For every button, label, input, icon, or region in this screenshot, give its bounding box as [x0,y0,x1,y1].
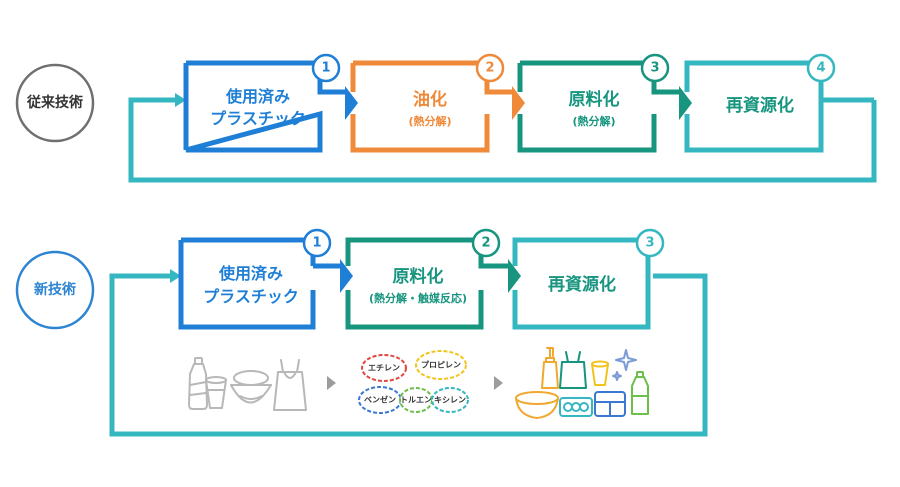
basin-icon [515,391,559,419]
new-step-2-number: 2 [481,236,490,251]
new-step-3-line1: 再資源化 [548,274,616,295]
conventional-row: 従来技術 使用済み プラスチック 1 油化 (熱分解) 2 原料化 (熱分解) … [15,53,877,183]
new-step-3-box [512,237,651,330]
arrow-waste-to-chemicals [327,376,336,390]
new-step-1-number: 1 [312,236,321,251]
new-technology-row: 新技術 使用済み プラスチック 1 原料化 (熱分解・触媒反応) 2 再資源化 … [15,228,708,437]
new-technology-return-line [109,273,708,437]
new-step-2-sub: (熱分解・触媒反応) [369,291,467,305]
new-step-1-line1: 使用済み [218,264,283,283]
chemical-cloud: プロピレン [415,350,467,380]
bag-icon [273,359,307,411]
chemical-toluene: トルエン [400,396,432,405]
shopping-bag-icon [559,351,587,389]
bowl-icon [230,370,272,404]
lunch-box-icon [594,391,626,417]
sparkle-icon [612,349,637,381]
conventional-return-arrowhead [175,93,186,107]
conventional-step-2-badge [475,53,505,83]
new-technology-label: 新技術 [34,281,76,298]
chemical-ethylene: エチレン [368,364,400,373]
conventional-step-3-badge [640,53,670,83]
cup-icon [205,376,227,409]
conventional-step-2-line1: 油化 [413,89,447,110]
conventional-step-1-line2: プラスチック [210,109,306,128]
drink-bottle-icon [631,371,649,415]
conventional-arrow-3-4 [679,86,692,120]
new-step-2-badge [471,228,501,258]
waste-plastics-group [188,357,307,411]
chemicals-group: エチレン プロピレン ベンゼン トルエン キシレン [358,350,469,414]
new-arrow-1-2 [340,259,353,293]
chemical-xylene: キシレン [434,396,466,405]
conventional-step-4-badge [806,53,836,83]
arrow-chemicals-to-products [494,376,503,390]
conventional-return-line [128,97,877,183]
new-step-3-number: 3 [645,236,654,251]
conventional-step-3-line1: 原料化 [569,89,620,110]
new-technology-return-arrowhead [170,269,181,283]
pump-bottle-icon [541,347,559,389]
new-step-1-badge [302,228,332,258]
conventional-step-2-number: 2 [485,61,494,76]
conventional-arrow-2-3 [512,86,525,120]
new-step-3-badge [635,228,665,258]
new-step-2-line1: 原料化 [393,266,444,287]
chemical-cloud: エチレン [361,354,407,382]
products-group [515,347,649,419]
chemical-propylene: プロピレン [421,360,461,370]
chemical-cloud: キシレン [431,387,469,413]
conventional-label-circle [15,63,95,143]
egg-carton-icon [559,397,593,417]
conventional-step-1-line1: 使用済み [225,87,290,106]
chemical-cloud: ベンゼン [358,386,402,414]
bottle-icon [188,357,208,410]
new-technology-label-circle [15,250,95,330]
conventional-step-4-number: 4 [816,61,825,76]
conventional-step-1-number: 1 [321,61,330,76]
cup-icon [591,360,609,386]
conventional-label: 従来技術 [26,94,83,111]
conventional-step-1-badge [311,53,341,83]
conventional-step-4-line1: 再資源化 [726,95,794,116]
conventional-step-2-sub: (熱分解) [408,114,451,128]
chemical-cloud: トルエン [399,387,433,413]
new-step-1-line2: プラスチック [203,287,299,306]
new-arrow-2-3 [508,259,521,293]
conventional-arrow-1-2 [345,86,358,120]
conventional-step-3-number: 3 [650,61,659,76]
conventional-step-3-sub: (熱分解) [572,114,615,128]
chemical-benzene: ベンゼン [364,395,396,405]
